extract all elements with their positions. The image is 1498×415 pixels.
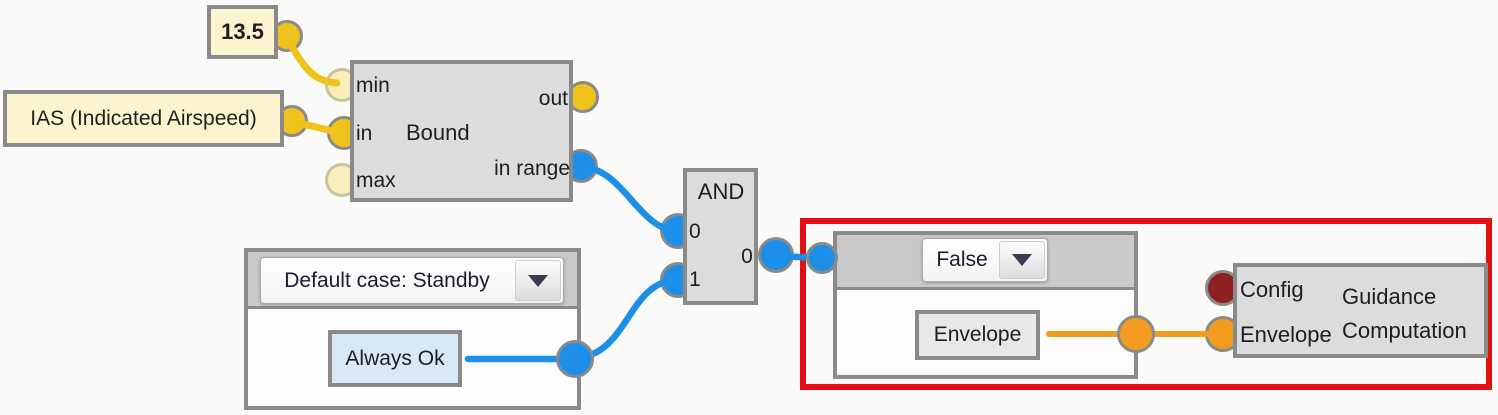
false-case-dropdown[interactable]: False (922, 238, 1048, 282)
standby-case-dropdown[interactable]: Default case: Standby (260, 257, 564, 304)
standby-case-dropdown-button[interactable] (515, 260, 561, 301)
standby-case-dropdown-label: Default case: Standby (284, 268, 490, 292)
guidance-computation-node[interactable] (1233, 263, 1488, 358)
guidance-title-line2: Computation (1342, 318, 1467, 343)
constant-value-label: 13.5 (221, 19, 264, 44)
chevron-down-icon (1012, 254, 1032, 266)
and-node[interactable] (683, 168, 758, 305)
ias-label: IAS (Indicated Airspeed) (30, 106, 257, 130)
ias-input-node[interactable]: IAS (Indicated Airspeed) (3, 90, 284, 147)
constant-value-node[interactable]: 13.5 (207, 5, 278, 59)
bound-inrange-label: in range (494, 157, 570, 180)
wire-group-exit-to-and1 (572, 276, 680, 362)
always-ok-node[interactable]: Always Ok (328, 330, 462, 387)
false-case-dropdown-button[interactable] (999, 241, 1045, 279)
and-input1-label: 1 (689, 268, 701, 291)
bound-in-label: in (356, 122, 373, 145)
chevron-down-icon (528, 274, 548, 287)
always-ok-label: Always Ok (345, 346, 445, 370)
guidance-envelope-label: Envelope (1240, 322, 1332, 347)
envelope-label: Envelope (933, 323, 1022, 346)
bound-node[interactable] (350, 60, 573, 202)
standby-group-exit-port[interactable] (556, 340, 594, 378)
bound-max-label: max (356, 169, 396, 192)
false-case-dropdown-label: False (936, 248, 988, 271)
guidance-title-line1: Guidance (1342, 284, 1437, 309)
and-title: AND (697, 179, 745, 204)
false-group-input-port[interactable] (806, 242, 838, 274)
bound-out-label: out (538, 87, 568, 110)
and-output-label: 0 (741, 245, 753, 268)
highlight-rectangle (800, 218, 1492, 390)
guidance-config-label: Config (1240, 277, 1304, 302)
and-input0-label: 0 (689, 220, 701, 243)
guidance-title: Guidance Computation (1342, 280, 1467, 348)
false-group-exit-port[interactable] (1117, 315, 1155, 353)
and-output-port[interactable] (758, 237, 794, 273)
envelope-node[interactable]: Envelope (915, 310, 1040, 360)
bound-title: Bound (406, 120, 470, 145)
bound-min-label: min (356, 74, 390, 97)
